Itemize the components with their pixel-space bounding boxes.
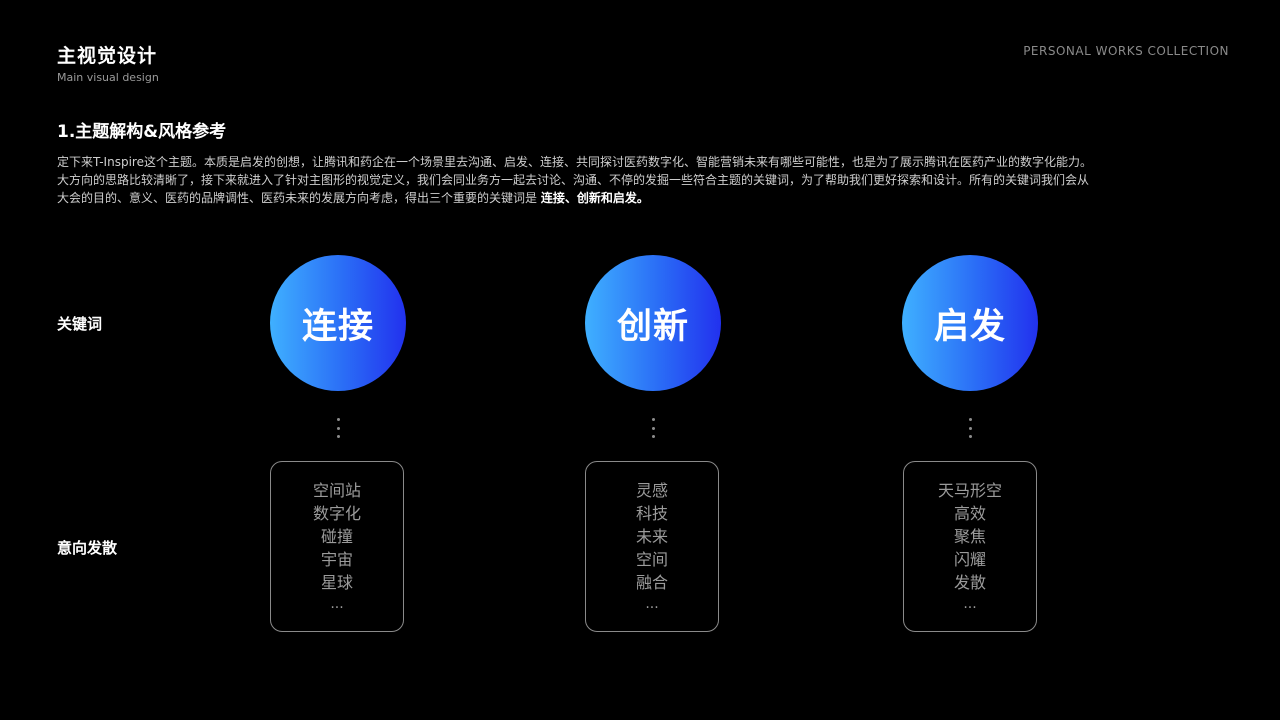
keyword-circle-innovate: 创新 [585,255,721,391]
word-list-box: 天马形空 高效 聚焦 闪耀 发散 ... [903,461,1037,632]
intro-line: 大方向的思路比较清晰了，接下来就进入了针对主图形的视觉定义，我们会同业务方一起去… [57,173,1090,187]
word-item: 宇宙 [320,550,353,569]
word-item: 发散 [953,573,986,592]
word-ellipsis: ... [645,596,659,612]
word-item: 未来 [635,527,668,546]
keyword-circle-inspire: 启发 [902,255,1038,391]
section-heading: 1.主题解构&风格参考 [57,122,227,142]
connector-dots [968,418,972,438]
word-item: 数字化 [312,504,361,523]
word-item: 碰撞 [320,527,353,546]
word-list-box: 灵感 科技 未来 空间 融合 ... [585,461,719,632]
page-title: 主视觉设计 [57,45,158,67]
word-item: 聚焦 [953,527,986,546]
connector-dots [651,418,655,438]
page-subtitle: Main visual design [57,71,159,84]
keyword-circle-connect: 连接 [270,255,406,391]
word-item: 空间 [635,550,668,569]
word-item: 灵感 [635,481,668,500]
connector-dots [336,418,340,438]
word-item: 融合 [635,573,668,592]
intro-paragraph: 定下来T-Inspire这个主题。本质是启发的创想，让腾讯和药企在一个场景里去沟… [57,153,1187,207]
word-ellipsis: ... [330,596,344,612]
word-item: 空间站 [312,481,361,500]
divergence-row-label: 意向发散 [57,539,118,557]
collection-label: PERSONAL WORKS COLLECTION [1023,44,1229,58]
intro-line-text: 大会的目的、意义、医药的品牌调性、医药未来的发展方向考虑，得出三个重要的关键词是 [57,191,541,205]
intro-line: 大会的目的、意义、医药的品牌调性、医药未来的发展方向考虑，得出三个重要的关键词是… [57,189,1187,207]
word-item: 闪耀 [953,550,986,569]
word-list-box: 空间站 数字化 碰撞 宇宙 星球 ... [270,461,404,632]
keywords-row-label: 关键词 [57,315,103,333]
intro-emphasis: 连接、创新和启发。 [540,191,649,205]
word-item: 高效 [953,504,986,523]
word-item: 科技 [635,504,668,523]
word-ellipsis: ... [963,596,977,612]
word-item: 星球 [320,573,353,592]
word-item: 天马形空 [937,481,1002,500]
intro-line: 定下来T-Inspire这个主题。本质是启发的创想，让腾讯和药企在一个场景里去沟… [57,155,1092,169]
